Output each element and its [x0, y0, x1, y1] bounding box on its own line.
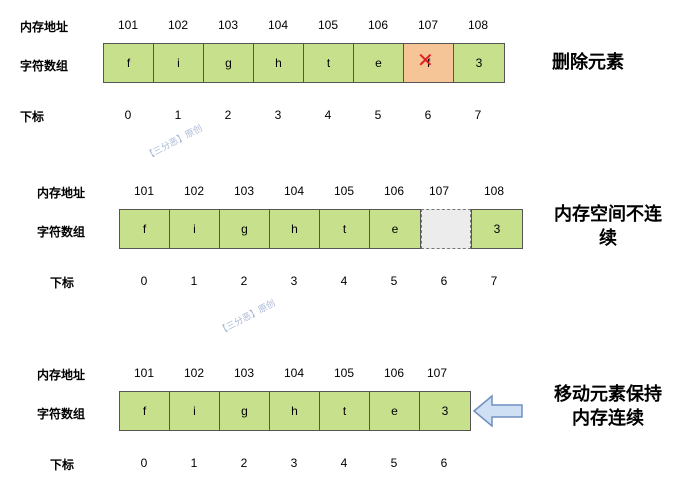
index-cell: 1: [190, 456, 198, 470]
address-cell: 103: [217, 18, 239, 32]
address-cell: 101: [117, 18, 139, 32]
index-cell: 7: [474, 108, 482, 122]
index-row-label-3: 下标: [50, 458, 75, 472]
array-left-block: f i g h t e: [119, 209, 421, 249]
address-cell: 102: [183, 366, 205, 380]
array-cell: i: [170, 210, 220, 248]
array-cell: i: [170, 392, 220, 430]
index-cell: 7: [490, 274, 498, 288]
array-cell: t: [320, 210, 370, 248]
delete-x-icon: ✕: [417, 48, 434, 72]
array-cell: t: [304, 44, 354, 82]
address-cell: 102: [167, 18, 189, 32]
index-cell: 0: [124, 108, 132, 122]
array-cell: h: [254, 44, 304, 82]
address-cell: 104: [267, 18, 289, 32]
address-cell: 102: [183, 184, 205, 198]
array-row-label-1: 字符数组: [20, 59, 69, 73]
address-row-label-2: 内存地址: [37, 186, 86, 200]
array-cell: f: [120, 210, 170, 248]
address-cell: 106: [383, 366, 405, 380]
watermark: 【三分恶】原创: [217, 298, 278, 338]
index-cell: 2: [240, 456, 248, 470]
caption-move-contiguous: 移动元素保持 内存连续: [546, 383, 670, 431]
address-cell: 101: [133, 184, 155, 198]
index-row-label-1: 下标: [20, 110, 45, 124]
address-cell: 107: [417, 18, 439, 32]
array-cell: t: [320, 392, 370, 430]
array-cell: h: [270, 210, 320, 248]
index-cell: 6: [440, 274, 448, 288]
array-cell: e: [370, 392, 420, 430]
address-cell: 105: [333, 184, 355, 198]
array-row-label-3: 字符数组: [37, 407, 86, 421]
address-cell: 107: [428, 184, 450, 198]
index-cell: 4: [340, 456, 348, 470]
index-cell: 6: [424, 108, 432, 122]
array-cell: g: [220, 392, 270, 430]
caption-line: 移动元素保持: [554, 384, 662, 405]
index-cell: 0: [140, 274, 148, 288]
caption-line: 内存空间不连: [554, 204, 662, 225]
index-cell: 2: [224, 108, 232, 122]
caption-delete-element: 删除元素: [552, 52, 624, 73]
caption-line: 续: [599, 228, 617, 249]
address-cell: 106: [383, 184, 405, 198]
array-cells-2: f i g h t e 3: [119, 209, 523, 249]
address-row-label-3: 内存地址: [37, 368, 86, 382]
array-cell: e: [354, 44, 404, 82]
array-right-block: 3: [471, 209, 523, 249]
array-row-label-2: 字符数组: [37, 225, 86, 239]
index-cell: 4: [340, 274, 348, 288]
deleted-array-cell: f ✕: [404, 44, 454, 82]
empty-gap-cell: [421, 209, 471, 249]
address-cell: 104: [283, 366, 305, 380]
index-row-label-2: 下标: [50, 276, 75, 290]
index-cell: 3: [290, 456, 298, 470]
address-cell: 101: [133, 366, 155, 380]
array-cell: f: [120, 392, 170, 430]
address-cell: 108: [483, 184, 505, 198]
index-cell: 5: [374, 108, 382, 122]
array-cell: e: [370, 210, 420, 248]
array-cell: 3: [454, 44, 504, 82]
index-cell: 4: [324, 108, 332, 122]
index-cell: 1: [174, 108, 182, 122]
index-cell: 0: [140, 456, 148, 470]
index-cell: 1: [190, 274, 198, 288]
array-cells-1: f i g h t e f ✕ 3: [103, 43, 505, 83]
array-cell: 3: [420, 392, 470, 430]
address-row-label-1: 内存地址: [20, 20, 69, 34]
index-cell: 6: [440, 456, 448, 470]
array-cell: i: [154, 44, 204, 82]
caption-noncontiguous: 内存空间不连 续: [546, 203, 670, 251]
array-cell: g: [220, 210, 270, 248]
address-cell: 107: [426, 366, 448, 380]
array-cell: h: [270, 392, 320, 430]
deleted-cell-value: f: [426, 56, 431, 70]
address-cell: 108: [467, 18, 489, 32]
index-cell: 3: [274, 108, 282, 122]
left-arrow-icon: [472, 394, 523, 428]
array-cell: g: [204, 44, 254, 82]
arrow-shape: [472, 394, 523, 428]
caption-line: 内存连续: [572, 408, 644, 429]
address-cell: 103: [233, 184, 255, 198]
index-cell: 2: [240, 274, 248, 288]
address-cell: 105: [317, 18, 339, 32]
index-cell: 3: [290, 274, 298, 288]
array-cell: f: [104, 44, 154, 82]
address-cell: 104: [283, 184, 305, 198]
watermark: 【三分恶】原创: [144, 123, 205, 163]
array-cells-3: f i g h t e 3: [119, 391, 471, 431]
array-cell: 3: [472, 210, 522, 248]
address-cell: 103: [233, 366, 255, 380]
address-cell: 106: [367, 18, 389, 32]
index-cell: 5: [390, 456, 398, 470]
address-cell: 105: [333, 366, 355, 380]
index-cell: 5: [390, 274, 398, 288]
